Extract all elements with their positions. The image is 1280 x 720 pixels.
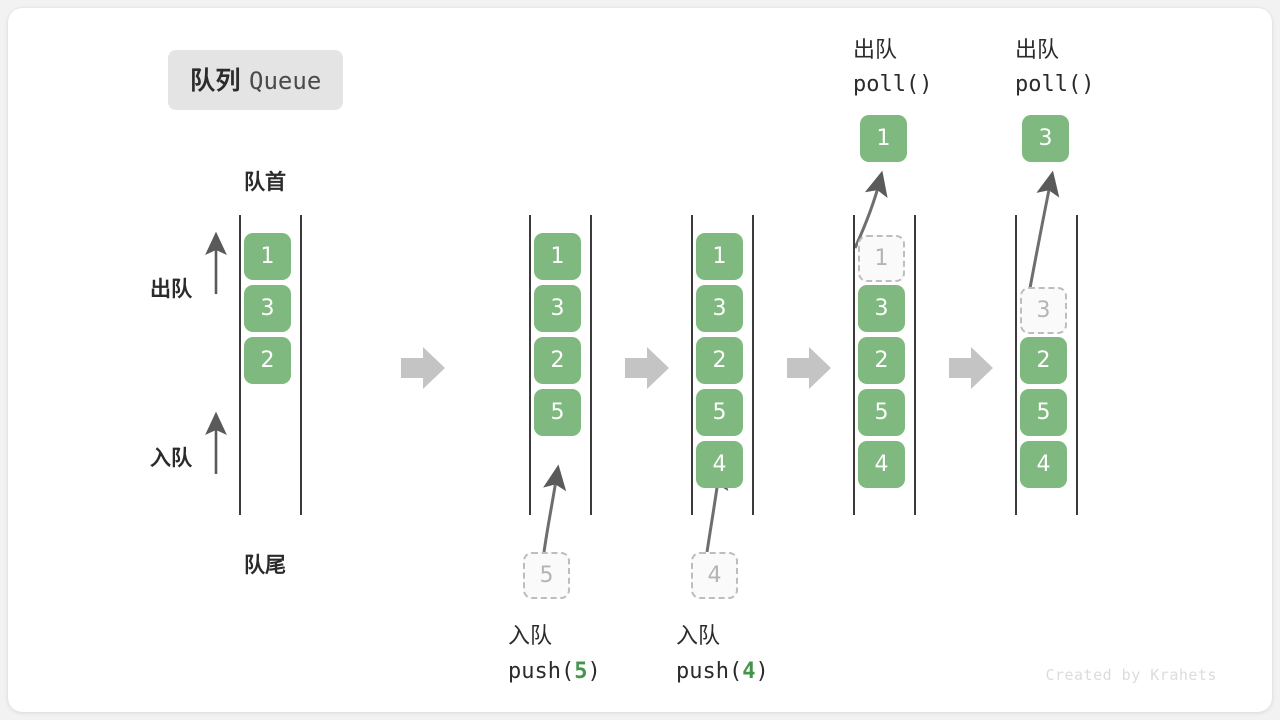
queue-rail-left	[691, 215, 693, 515]
incoming-ghost-cell: 4	[691, 552, 738, 599]
queue-cell: 4	[696, 441, 743, 488]
poll-3-arrow	[1025, 170, 1060, 305]
removed-ghost-cell: 1	[858, 235, 905, 282]
stage-flow-arrow-3	[787, 347, 831, 389]
queue-cell: 4	[1020, 441, 1067, 488]
queue-cell: 5	[858, 389, 905, 436]
queue-cell: 5	[534, 389, 581, 436]
queue-cell: 5	[696, 389, 743, 436]
queue-cell: 2	[1020, 337, 1067, 384]
incoming-ghost-cell: 5	[523, 552, 570, 599]
push-5-caption-fn: push(5)	[508, 659, 601, 684]
push-5-arrow	[542, 464, 567, 553]
stage-flow-arrow-1	[401, 347, 445, 389]
push-5-caption: 入队 push(5)	[508, 618, 601, 689]
front-label: 队首	[244, 171, 286, 194]
dequeue-label: 出队	[150, 278, 192, 301]
stage-flow-arrow-4	[949, 347, 993, 389]
queue-rail-left	[853, 215, 855, 515]
push-4-caption-cn: 入队	[676, 623, 721, 648]
queue-rail-left	[529, 215, 531, 515]
title-en: Queue	[249, 67, 322, 95]
queue-cell: 2	[858, 337, 905, 384]
removed-ghost-cell: 3	[1020, 287, 1067, 334]
title-cn: 队列	[190, 67, 242, 95]
watermark: Created by Krahets	[1045, 666, 1217, 684]
arrow-layer	[205, 170, 1060, 553]
queue-cell: 2	[244, 337, 291, 384]
poll-1-caption-fn: poll()	[853, 72, 933, 97]
queue-rail-right	[1076, 215, 1078, 515]
poll-3-caption-cn: 出队	[1015, 37, 1060, 62]
queue-rail-left	[1015, 215, 1017, 515]
queue-cell: 3	[534, 285, 581, 332]
queue-rail-right	[590, 215, 592, 515]
enqueue-label: 入队	[150, 447, 192, 470]
push-5-caption-cn: 入队	[508, 623, 553, 648]
queue-cell: 1	[696, 233, 743, 280]
queue-cell: 3	[858, 285, 905, 332]
queue-cell: 5	[1020, 389, 1067, 436]
poll-3-caption: 出队 poll()	[1015, 32, 1094, 102]
queue-cell: 2	[696, 337, 743, 384]
queue-cell: 2	[534, 337, 581, 384]
queue-cell: 1	[244, 233, 291, 280]
queue-cell: 1	[534, 233, 581, 280]
popped-cell: 1	[860, 115, 907, 162]
push-4-caption: 入队 push(4)	[676, 618, 769, 689]
queue-cell: 3	[244, 285, 291, 332]
push-4-caption-fn: push(4)	[676, 659, 769, 684]
rear-label: 队尾	[244, 554, 286, 577]
queue-rail-right	[752, 215, 754, 515]
poll-1-caption-cn: 出队	[853, 37, 898, 62]
queue-rail-right	[300, 215, 302, 515]
poll-1-caption: 出队 poll()	[853, 32, 932, 102]
popped-cell: 3	[1022, 115, 1069, 162]
queue-cell: 4	[858, 441, 905, 488]
queue-rail-right	[914, 215, 916, 515]
queue-cell: 3	[696, 285, 743, 332]
queue-rail-left	[239, 215, 241, 515]
poll-3-caption-fn: poll()	[1015, 72, 1095, 97]
stage-flow-arrow-2	[625, 347, 669, 389]
